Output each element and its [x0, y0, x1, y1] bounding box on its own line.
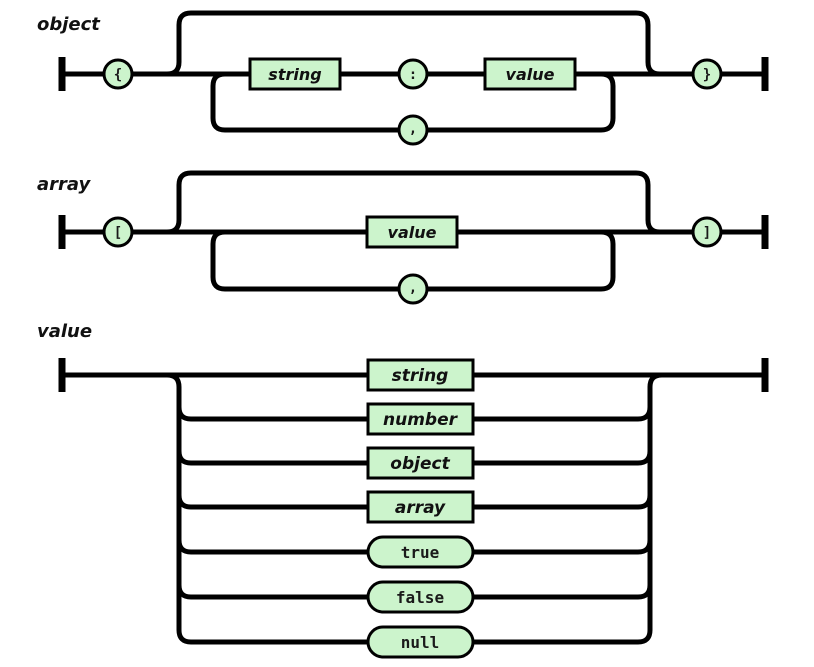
- close-brace-glyph: }: [703, 67, 711, 83]
- false-pill: [366, 580, 475, 614]
- string-box: [366, 358, 475, 392]
- comma-glyph: ,: [409, 280, 417, 296]
- number-box-label: number: [383, 410, 459, 430]
- value-left-branch-true: [176, 539, 368, 555]
- array-comma-terminal: ,: [397, 273, 429, 305]
- open-bracket-glyph: [: [114, 225, 122, 241]
- object-skip-track: [166, 10, 661, 77]
- value-box-label: value: [506, 65, 555, 84]
- value-left-spine-track: [166, 372, 368, 645]
- comma-circle: [397, 114, 429, 146]
- value-box: [365, 215, 459, 249]
- open-bracket-circle: [102, 216, 134, 248]
- object-close-brace-terminal: }: [691, 58, 723, 90]
- diagram-array: array [ value , ]: [37, 170, 769, 305]
- array-close-bracket-terminal: ]: [691, 216, 723, 248]
- true-pill: [366, 535, 475, 569]
- comma-circle: [397, 273, 429, 305]
- object-comma-terminal: ,: [397, 114, 429, 146]
- value-number-nonterminal: number: [366, 402, 475, 436]
- object-box-label: object: [390, 454, 450, 474]
- null-pill-label: null: [401, 633, 440, 652]
- array-box-label: array: [395, 498, 446, 518]
- value-right-branch-false: [473, 584, 653, 600]
- array-box: [366, 490, 475, 524]
- value-left-branch-object: [176, 450, 368, 466]
- value-right-branch-object: [473, 450, 653, 466]
- colon-circle: [397, 58, 429, 90]
- string-box-label: string: [392, 366, 449, 386]
- number-box: [366, 402, 475, 436]
- close-bracket-glyph: ]: [703, 225, 711, 241]
- diagram-array-title: array: [37, 174, 91, 195]
- value-right-spine-track: [473, 372, 663, 645]
- colon-glyph: :: [409, 67, 417, 83]
- diagram-object: object { string : value , }: [37, 10, 769, 146]
- null-pill: [366, 625, 475, 659]
- array-open-bracket-terminal: [: [102, 216, 134, 248]
- value-left-branch-false: [176, 584, 368, 600]
- close-bracket-circle: [691, 216, 723, 248]
- object-string-nonterminal: string: [248, 57, 342, 91]
- object-open-brace-terminal: {: [102, 58, 134, 90]
- value-string-nonterminal: string: [366, 358, 475, 392]
- value-false-terminal: false: [366, 580, 475, 614]
- diagram-object-title: object: [37, 14, 101, 35]
- diagram-value: value string number object: [37, 321, 769, 659]
- open-brace-circle: [102, 58, 134, 90]
- object-colon-terminal: :: [397, 58, 429, 90]
- value-box-label: value: [388, 223, 437, 242]
- value-null-terminal: null: [366, 625, 475, 659]
- true-pill-label: true: [401, 543, 440, 562]
- value-left-branch-array: [176, 494, 368, 510]
- value-right-branch-number: [473, 406, 653, 422]
- value-box: [483, 57, 577, 91]
- value-object-nonterminal: object: [366, 446, 475, 480]
- false-pill-label: false: [396, 588, 444, 607]
- string-box: [248, 57, 342, 91]
- comma-glyph: ,: [409, 121, 417, 137]
- value-true-terminal: true: [366, 535, 475, 569]
- value-left-branch-number: [176, 406, 368, 422]
- string-box-label: string: [268, 65, 321, 84]
- open-brace-glyph: {: [114, 67, 122, 83]
- array-skip-track: [166, 170, 661, 235]
- value-array-nonterminal: array: [366, 490, 475, 524]
- value-right-branch-array: [473, 494, 653, 510]
- diagram-value-title: value: [37, 321, 92, 342]
- close-brace-circle: [691, 58, 723, 90]
- array-value-nonterminal: value: [365, 215, 459, 249]
- object-value-nonterminal: value: [483, 57, 577, 91]
- value-right-branch-true: [473, 539, 653, 555]
- object-box: [366, 446, 475, 480]
